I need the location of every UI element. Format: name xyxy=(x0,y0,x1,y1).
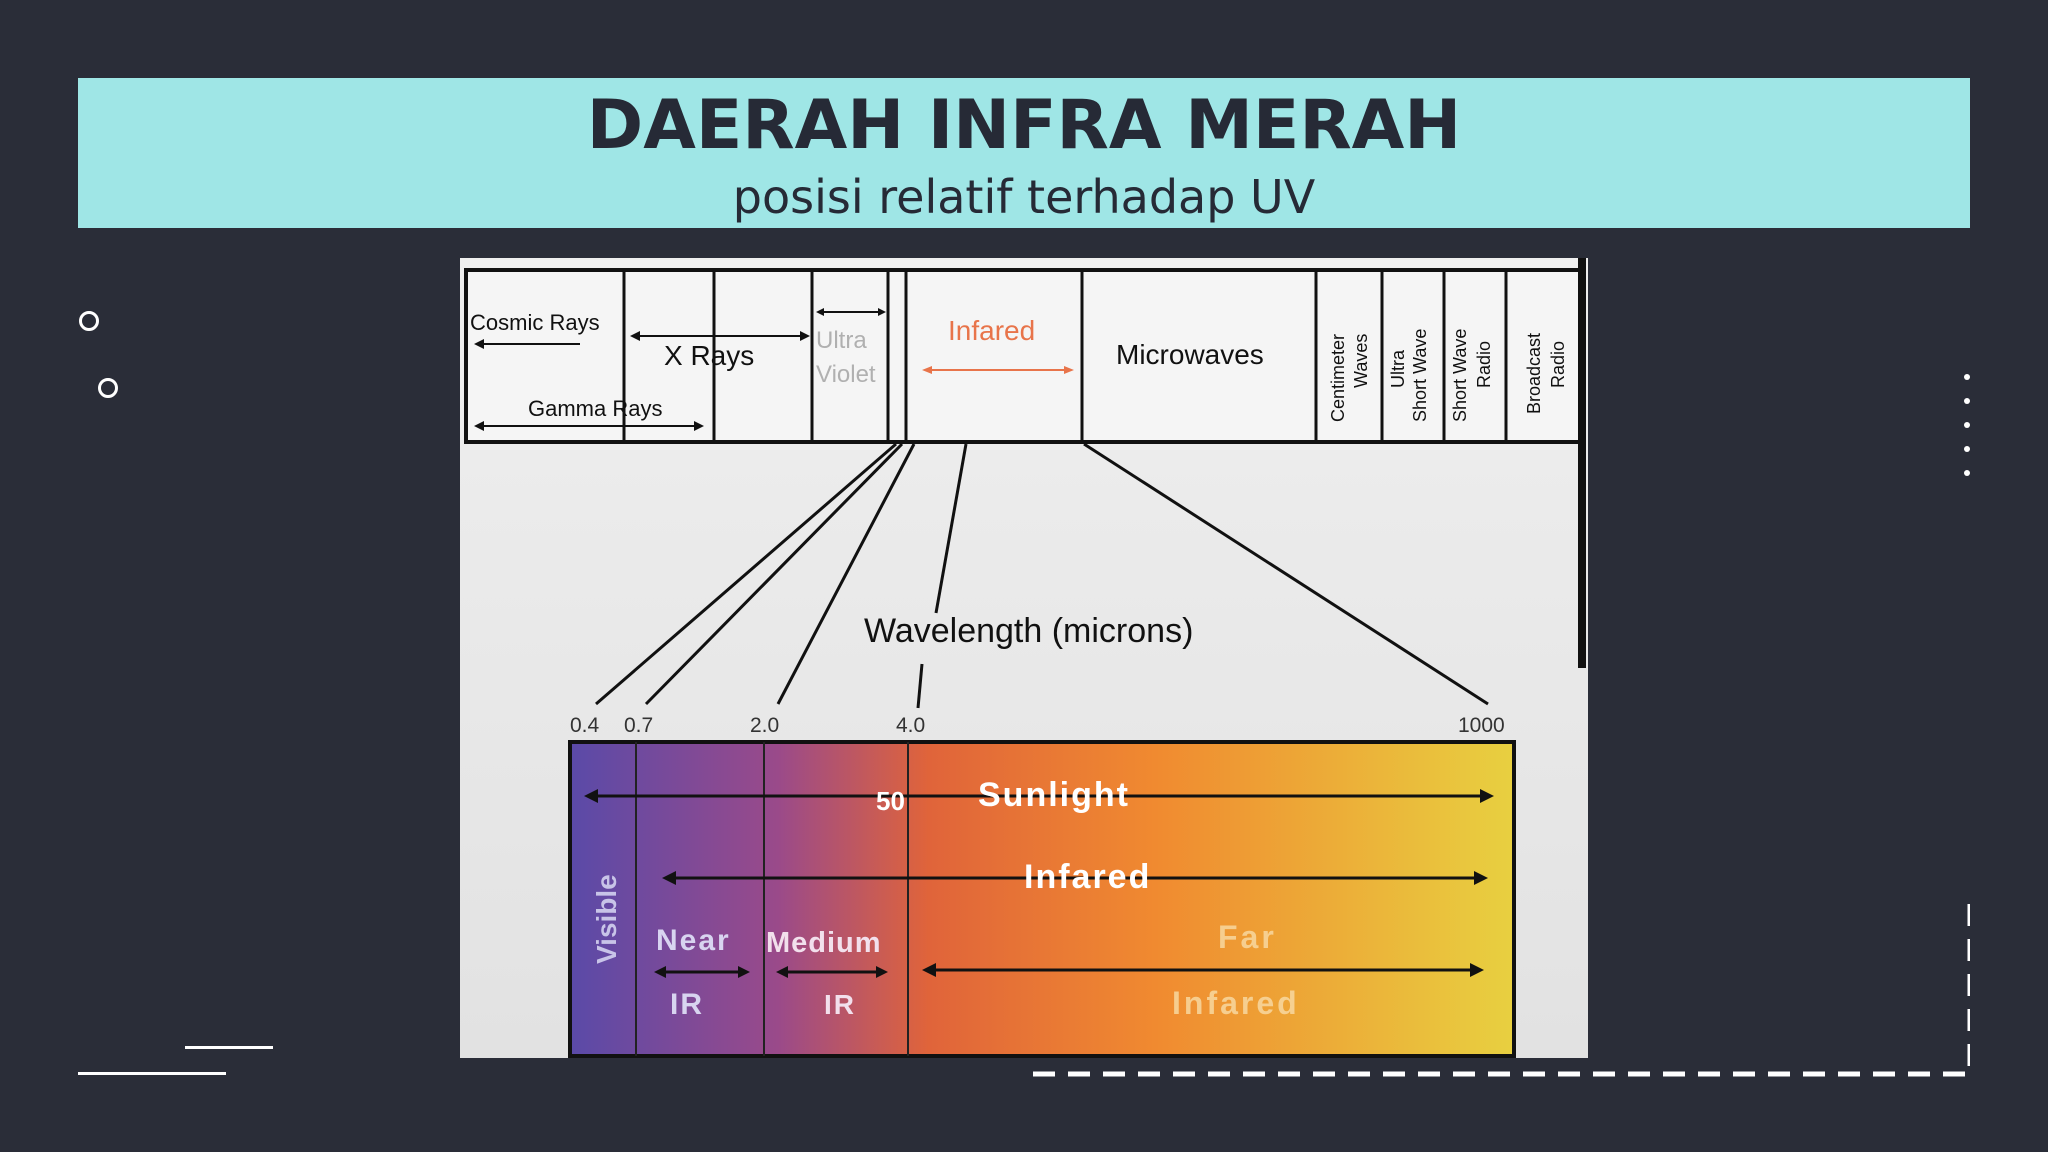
label-far: Far xyxy=(1218,919,1277,955)
tick-2-0: 2.0 xyxy=(750,714,779,737)
label-radio-1: Radio xyxy=(1474,341,1494,388)
wavelength-label: Wavelength (microns) xyxy=(864,612,1193,650)
arrow-head xyxy=(776,966,788,978)
label-gamma-rays: Gamma Rays xyxy=(528,396,662,421)
spectrum-diagram: Cosmic Rays Gamma Rays X Rays Ultra Viol… xyxy=(460,258,1588,1058)
decor-line-short xyxy=(185,1046,273,1049)
label-microwaves: Microwaves xyxy=(1116,339,1264,370)
label-short-wave-2: Short Wave xyxy=(1450,329,1470,422)
label-broadcast: Broadcast xyxy=(1524,333,1544,414)
arrow-head xyxy=(876,966,888,978)
tick-1000: 1000 xyxy=(1458,714,1505,737)
arrow-head xyxy=(662,871,676,885)
fan-line xyxy=(595,442,897,706)
spectrum-figure: Cosmic Rays Gamma Rays X Rays Ultra Viol… xyxy=(460,258,1588,1058)
arrow-head xyxy=(1480,789,1494,803)
arrow-head xyxy=(630,331,640,341)
label-ultra-sw: Ultra xyxy=(1388,349,1408,388)
label-infared-top: Infared xyxy=(948,315,1035,346)
fan-line xyxy=(934,443,968,614)
label-ultra: Ultra xyxy=(816,327,867,354)
label-centimeter: Centimeter xyxy=(1328,334,1348,422)
arrow-head xyxy=(1474,871,1488,885)
tick-0-4: 0.4 xyxy=(570,714,600,737)
arrow-head xyxy=(1470,963,1484,977)
label-cosmic-rays: Cosmic Rays xyxy=(470,310,600,335)
fan-line xyxy=(776,443,916,705)
decor-dot xyxy=(1964,470,1970,476)
slide-subtitle: posisi relatif terhadap UV xyxy=(732,170,1316,224)
label-x-rays: X Rays xyxy=(664,340,754,371)
arrow-head xyxy=(816,308,824,316)
label-infared-far: Infared xyxy=(1172,985,1300,1021)
label-infared-main: Infared xyxy=(1024,858,1151,896)
arrow-head xyxy=(474,421,484,431)
decor-dot xyxy=(1964,422,1970,428)
slide-title: DAERAH INFRA MERAH xyxy=(586,86,1462,165)
fan-line xyxy=(1083,442,1489,706)
label-near: Near xyxy=(656,924,731,957)
arrow-head xyxy=(878,308,886,316)
arrow-head xyxy=(584,789,598,803)
arrow-head xyxy=(922,963,936,977)
tick-0-7: 0.7 xyxy=(624,714,653,737)
decor-circle-top xyxy=(79,311,99,331)
decor-dot xyxy=(1964,374,1970,380)
right-edge-bar xyxy=(1578,258,1586,668)
arrow-head xyxy=(654,966,666,978)
arrow-head xyxy=(474,339,484,349)
arrow-head xyxy=(800,331,810,341)
label-violet: Violet xyxy=(816,361,876,388)
decor-circle-bottom xyxy=(98,378,118,398)
label-short-wave-1: Short Wave xyxy=(1410,329,1430,422)
arrow-head xyxy=(694,421,704,431)
title-banner: DAERAH INFRA MERAH posisi relatif terhad… xyxy=(78,78,1970,228)
label-sunlight: Sunlight xyxy=(978,776,1130,814)
fan-line xyxy=(916,663,924,709)
arrow-head xyxy=(738,966,750,978)
label-ir-medium: IR xyxy=(824,989,856,1020)
decor-dot xyxy=(1964,446,1970,452)
spectrum-bar xyxy=(568,740,1516,1058)
label-ir-near: IR xyxy=(670,988,704,1021)
label-waves: Waves xyxy=(1351,334,1371,388)
top-band-box xyxy=(464,268,1584,444)
arrow-head xyxy=(1064,366,1074,374)
label-50: 50 xyxy=(876,786,905,816)
label-radio-2: Radio xyxy=(1548,341,1568,388)
decor-line-long xyxy=(78,1072,226,1075)
fan-line xyxy=(644,442,904,706)
decor-dot xyxy=(1964,398,1970,404)
label-visible: Visible xyxy=(591,874,622,964)
tick-4-0: 4.0 xyxy=(896,714,925,737)
label-medium: Medium xyxy=(766,927,882,959)
arrow-head xyxy=(922,366,932,374)
